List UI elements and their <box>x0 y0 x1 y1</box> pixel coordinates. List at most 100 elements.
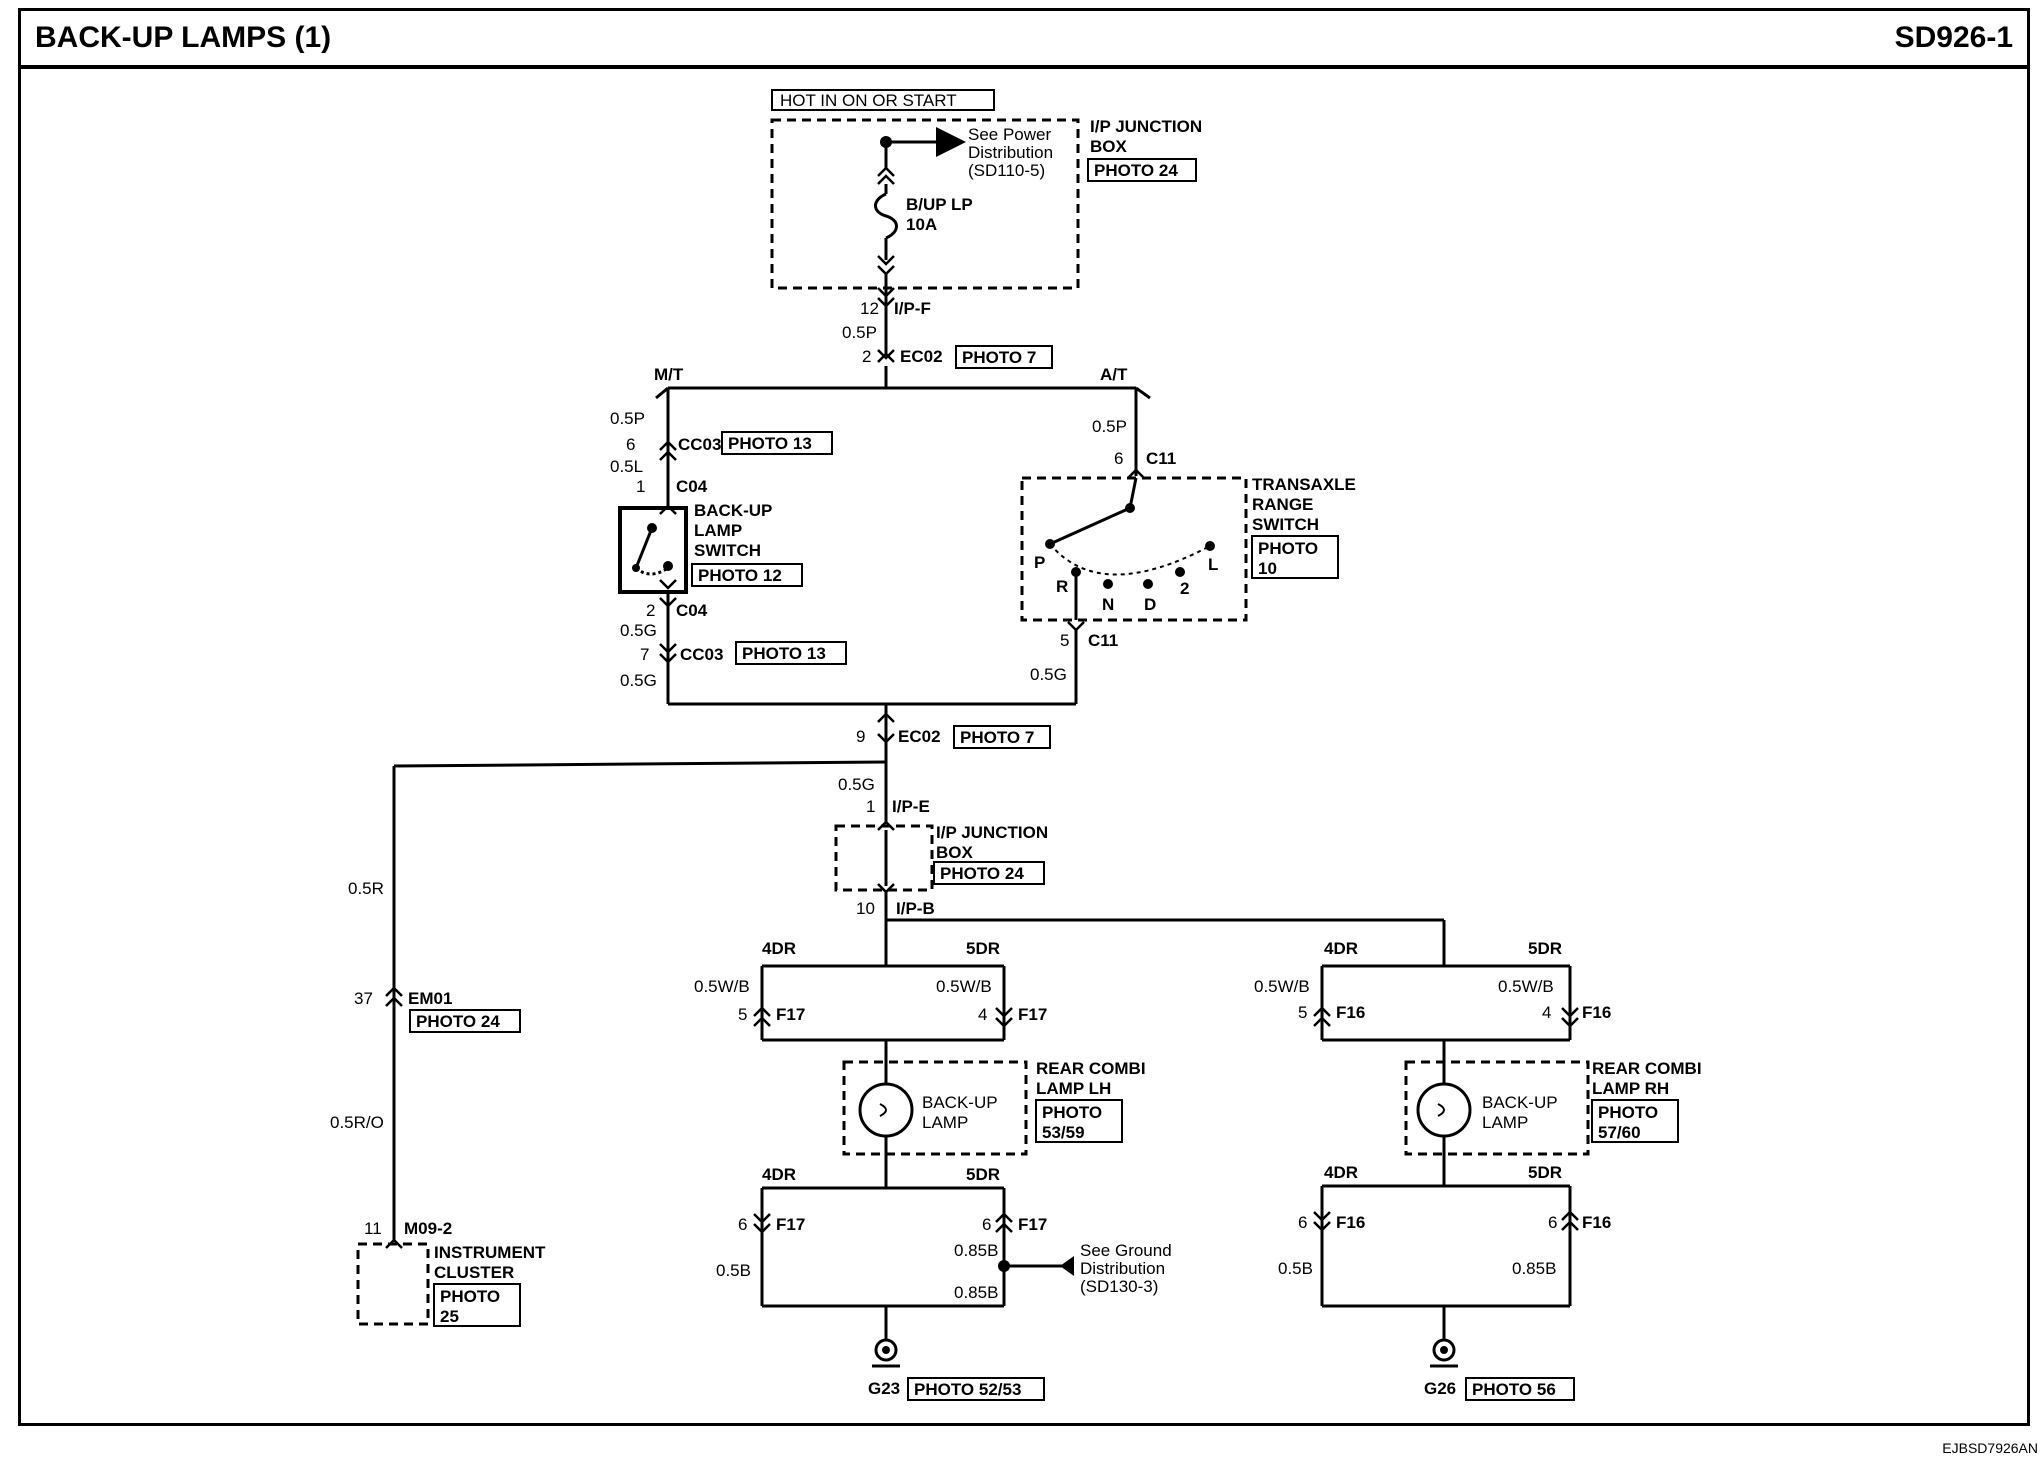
mt-wire-color-4: 0.5G <box>620 671 657 690</box>
rh-wire-color-bottom-right: 0.85B <box>1512 1259 1556 1278</box>
cc03-bottom-pin: 7 <box>640 645 649 664</box>
ip-box-mid-label-2: BOX <box>936 843 974 862</box>
see-ground-2: Distribution <box>1080 1259 1165 1278</box>
ec02-top-pin: 2 <box>862 347 871 366</box>
cc03-top-photo: PHOTO 13 <box>728 434 812 453</box>
lh-lamp-box <box>842 1060 1028 1156</box>
lh-f-top-5-name: F17 <box>1018 1005 1047 1024</box>
mt-stub <box>655 386 669 400</box>
ec02-mid-connector <box>877 712 895 744</box>
f16-top-4dr-connector <box>1313 1006 1331 1027</box>
hot-label-box <box>771 89 995 111</box>
ipf-connector <box>877 287 895 308</box>
rh-f-bot-5-pin: 6 <box>1548 1213 1557 1232</box>
c11-bottom-pin: 5 <box>1060 631 1069 650</box>
range-switch-arc <box>1049 543 1211 576</box>
g26-photo-box <box>1465 1377 1575 1401</box>
lh-lamp-label-1: BACK-UP <box>922 1093 998 1112</box>
rh-f-top-4-pin: 5 <box>1298 1003 1307 1022</box>
f17-top-4dr-connector <box>753 1006 771 1027</box>
range-switch-label-3: SWITCH <box>1252 515 1319 534</box>
m09-name: M09-2 <box>404 1219 452 1238</box>
at-wire-color-1: 0.5P <box>1092 417 1127 436</box>
em01-photo-box <box>409 1009 521 1033</box>
rh-wire-color-top-left: 0.5W/B <box>1254 977 1310 996</box>
ip-junction-photo-box <box>1087 158 1197 182</box>
rh-f-bot-4-pin: 6 <box>1298 1213 1307 1232</box>
ip-junction-box-outline <box>770 118 1080 290</box>
ipe-connector <box>877 820 895 831</box>
switch-contact-bottom <box>663 561 673 571</box>
c04-top-name: C04 <box>676 477 708 496</box>
f17-bottom-5dr-connector <box>995 1212 1013 1233</box>
g26-photo: PHOTO 56 <box>1472 1380 1556 1399</box>
pos-l-dot <box>1205 541 1215 551</box>
diagram-code: SD926-1 <box>1894 21 2013 54</box>
mt-wire-color-1: 0.5P <box>610 409 645 428</box>
mt-branch: 0.5P 6 CC03 PHOTO 13 0.5L 1 C04 BACK-UP … <box>610 388 847 704</box>
range-switch-label-2: RANGE <box>1252 495 1313 514</box>
lh-wire-color-bottom-right-1: 0.85B <box>954 1241 998 1260</box>
pos-2-dot <box>1175 567 1185 577</box>
fuse-label-2: 10A <box>906 215 937 234</box>
see-ground-arrow <box>1060 1256 1074 1276</box>
rh-f-bot-4-name: F16 <box>1336 1213 1365 1232</box>
pos-n-dot <box>1103 579 1113 589</box>
ipb-pin: 10 <box>856 899 875 918</box>
rh-lamp-label-1: BACK-UP <box>1482 1093 1558 1112</box>
rh-f-top-5-pin: 4 <box>1542 1003 1551 1022</box>
lh-4dr-top: 4DR <box>762 939 796 958</box>
lh-5dr-top: 5DR <box>966 939 1000 958</box>
g26-name: G26 <box>1424 1379 1456 1398</box>
rh-wire-color-bottom-left: 0.5B <box>1278 1259 1313 1278</box>
cc03-top-pin: 6 <box>626 435 635 454</box>
rh-photo-2: 57/60 <box>1598 1123 1641 1142</box>
backup-switch-label-1: BACK-UP <box>694 501 772 520</box>
backup-switch-photo: PHOTO 12 <box>698 566 782 585</box>
ip-box-mid-photo: PHOTO 24 <box>940 864 1024 883</box>
cluster-wire-color-1: 0.5R <box>348 879 384 898</box>
rh-5dr-top: 5DR <box>1528 939 1562 958</box>
f17-top-5dr-connector <box>995 1007 1013 1028</box>
rh-photo-box <box>1591 1099 1679 1143</box>
cluster-label-1: INSTRUMENT <box>434 1243 546 1262</box>
fuse-label-1: B/UP LP <box>906 195 973 214</box>
lh-f-bot-4-name: F17 <box>776 1215 805 1234</box>
lh-f-bot-4-pin: 6 <box>738 1215 747 1234</box>
cc03-top-name: CC03 <box>678 435 721 454</box>
cc03-bottom-name: CC03 <box>680 645 723 664</box>
feed-wire-color: 0.5P <box>842 323 877 342</box>
rh-wire-color-top-right: 0.5W/B <box>1498 977 1554 996</box>
lh-title-1: REAR COMBI <box>1036 1059 1146 1078</box>
backup-switch-label-2: LAMP <box>694 521 742 540</box>
pos-d: D <box>1144 595 1156 614</box>
rh-5dr-bottom: 5DR <box>1528 1163 1562 1182</box>
pos-2: 2 <box>1180 579 1189 598</box>
see-ground-1: See Ground <box>1080 1241 1172 1260</box>
switch-pin-top <box>659 504 677 515</box>
g23-name: G23 <box>868 1379 900 1398</box>
pos-p: P <box>1034 553 1045 572</box>
em01-name: EM01 <box>408 989 452 1008</box>
rh-4dr-bottom: 4DR <box>1324 1163 1358 1182</box>
rh-lamp-box <box>1404 1060 1590 1156</box>
merge-section: 9 EC02 PHOTO 7 0.5G 1 I/P-E <box>393 702 1076 824</box>
lh-photo-2: 53/59 <box>1042 1123 1085 1142</box>
rh-photo-1: PHOTO <box>1598 1103 1658 1122</box>
ip-junction-box-label-1: I/P JUNCTION <box>1090 117 1202 136</box>
title-bar: BACK-UP LAMPS (1) SD926-1 <box>21 11 2027 69</box>
f16-bottom-4dr-connector <box>1313 1211 1331 1232</box>
ip-junction-box-top: HOT IN ON OR START I/P JUNCTION BOX PHOT… <box>770 89 1202 290</box>
g23-photo: PHOTO 52/53 <box>914 1380 1021 1399</box>
ip-junction-box-label-2: BOX <box>1090 137 1128 156</box>
fuse-connector-top <box>877 166 895 185</box>
pos-p-dot <box>1045 539 1055 549</box>
ec02-mid-photo: PHOTO 7 <box>960 728 1034 747</box>
c11-bottom-connector <box>1067 621 1085 632</box>
backup-switch-label-3: SWITCH <box>694 541 761 560</box>
ip-junction-photo: PHOTO 24 <box>1094 161 1178 180</box>
wiring-diagram: HOT IN ON OR START I/P JUNCTION BOX PHOT… <box>330 89 1702 1401</box>
f16-top-5dr-connector <box>1561 1007 1579 1028</box>
switch-contact-left <box>632 564 640 572</box>
f16-bottom-5dr-connector <box>1561 1210 1579 1231</box>
